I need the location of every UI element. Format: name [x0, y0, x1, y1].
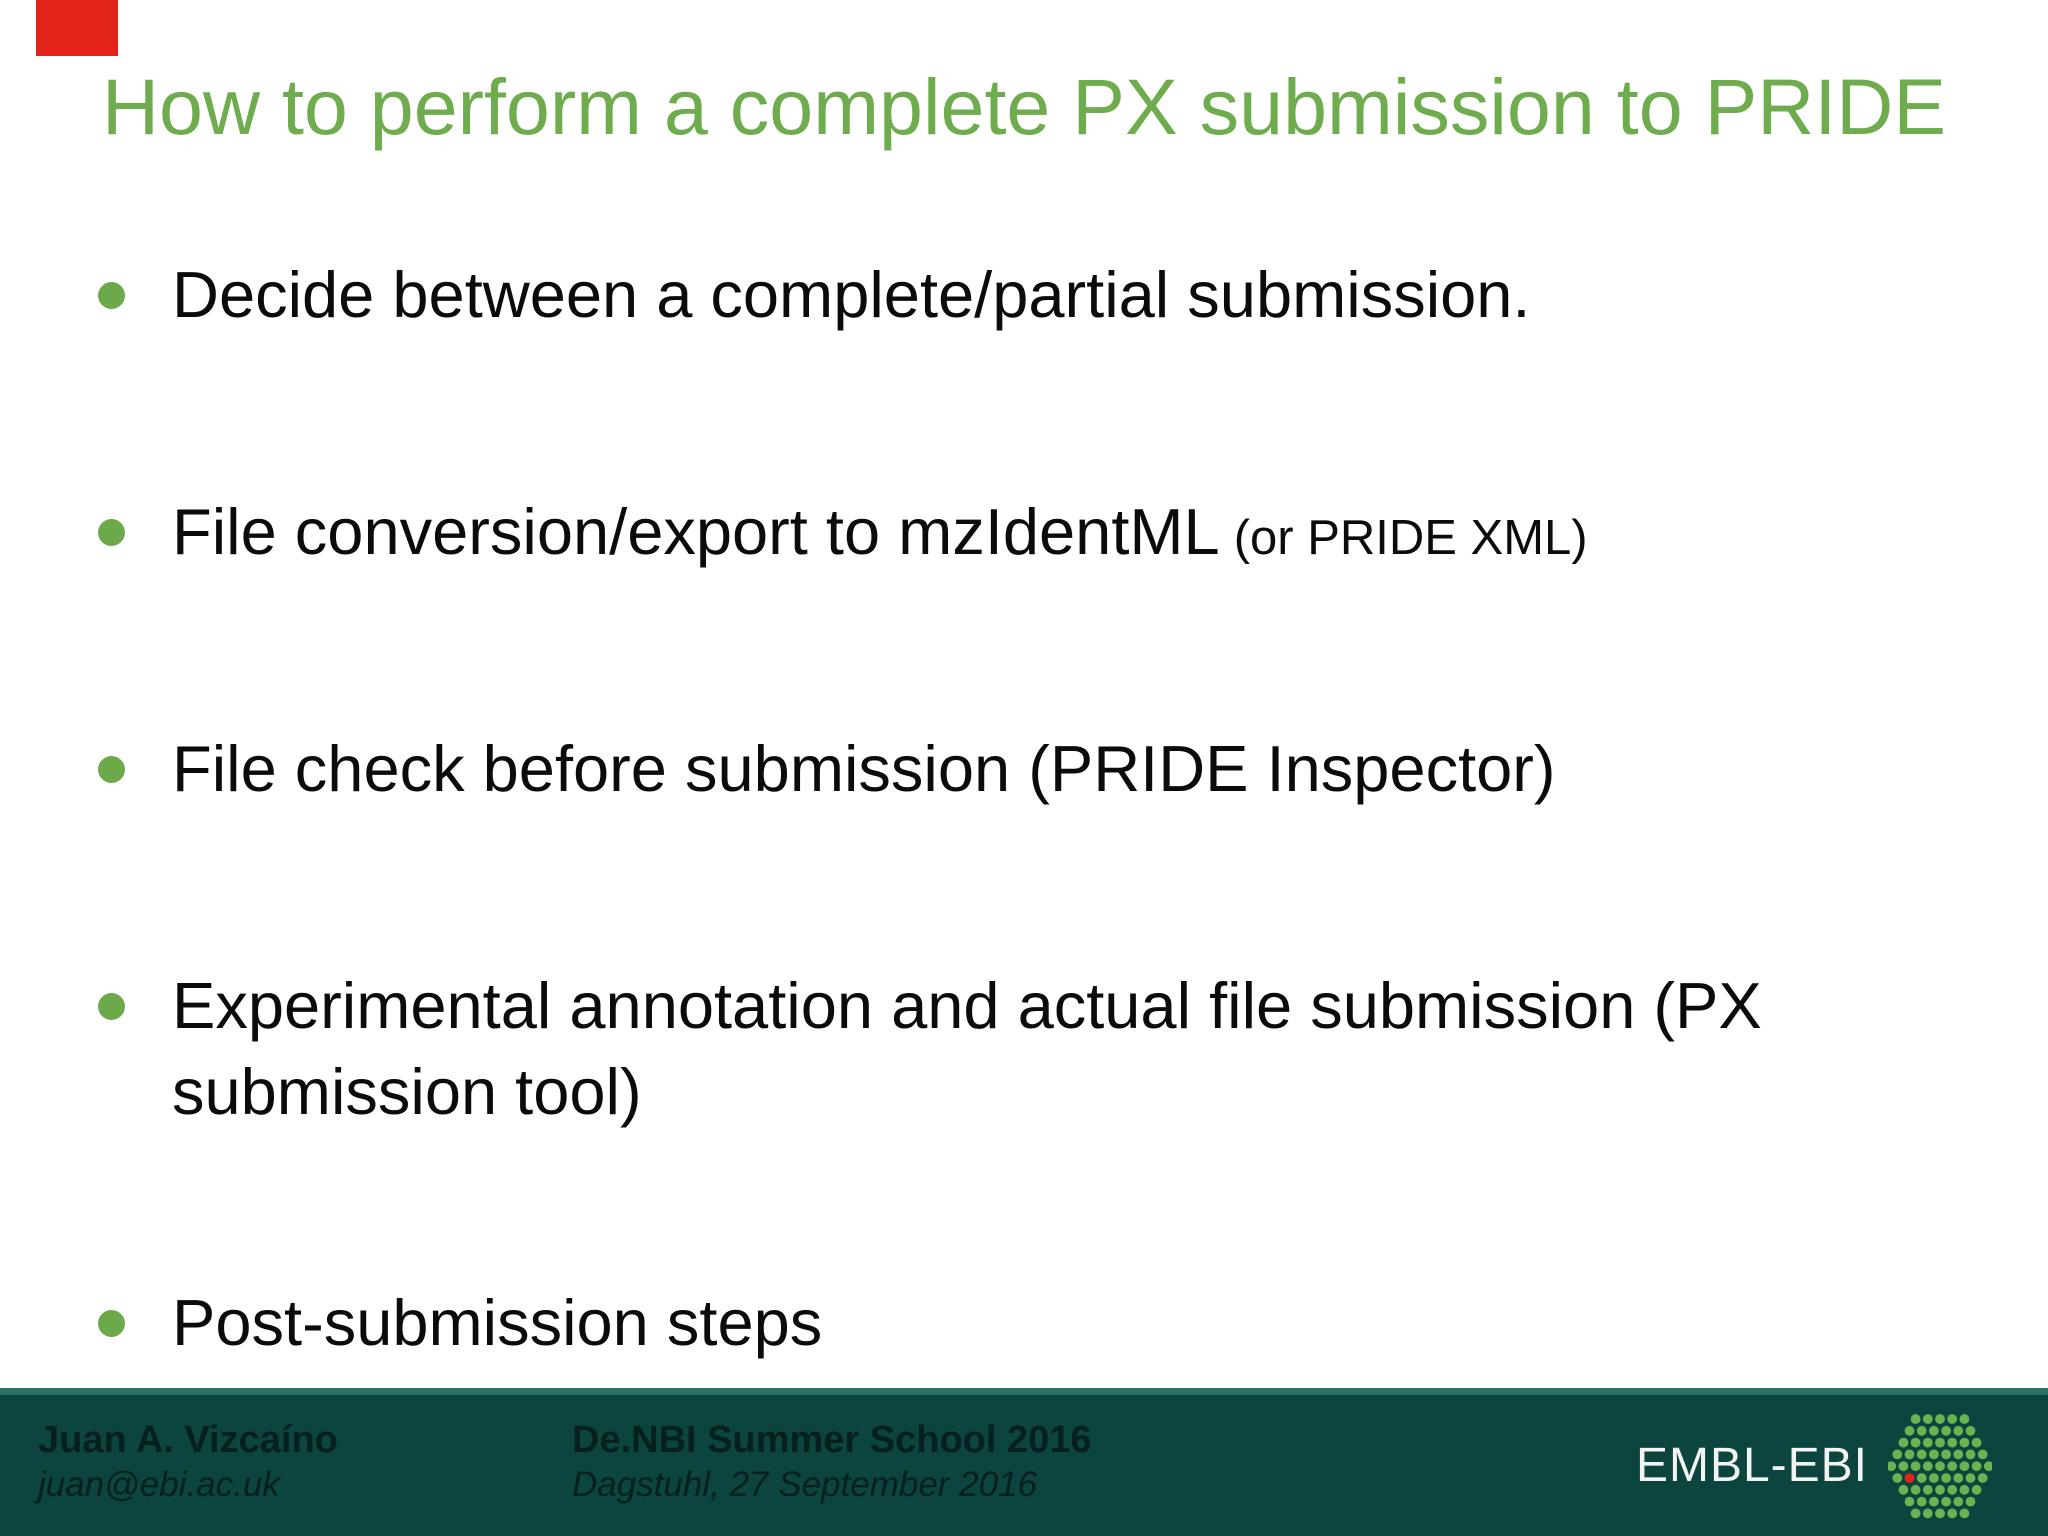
- embl-ebi-logo: EMBL-EBI: [1636, 1395, 1992, 1536]
- red-marker: [36, 0, 118, 56]
- bullet-icon: [98, 756, 125, 783]
- bullet-icon: [98, 282, 125, 309]
- bullet-item: File check before submission (PRIDE Insp…: [96, 726, 1906, 818]
- bullet-text: Decide between a complete/partial submis…: [172, 258, 1531, 331]
- footer-bar: Juan A. Vizcaíno juan@ebi.ac.uk De.NBI S…: [0, 1388, 2048, 1536]
- bullet-text: File check before submission (PRIDE Insp…: [172, 732, 1556, 805]
- bullet-item: File conversion/export to mzIdentML(or P…: [96, 489, 1906, 581]
- bullet-list: Decide between a complete/partial submis…: [96, 252, 1906, 1372]
- bullet-icon: [98, 1310, 125, 1337]
- bullet-item: Decide between a complete/partial submis…: [96, 252, 1906, 344]
- bullet-icon: [98, 519, 125, 546]
- bullet-icon: [98, 993, 125, 1020]
- footer-event: De.NBI Summer School 2016 Dagstuhl, 27 S…: [572, 1417, 1092, 1507]
- page-title: How to perform a complete PX submission …: [101, 62, 1947, 151]
- bullet-text-line2: submission tool): [172, 1055, 642, 1128]
- bullet-text-small: (or PRIDE XML): [1233, 511, 1588, 565]
- hexagon-dots-icon: [1888, 1413, 1992, 1518]
- bullet-item: Experimental annotation and actual file …: [96, 963, 1906, 1135]
- author-name: Juan A. Vizcaíno: [38, 1419, 338, 1461]
- bullet-text: Experimental annotation and actual file …: [172, 969, 1762, 1042]
- bullet-text: Post-submission steps: [172, 1286, 823, 1359]
- bullet-text: File conversion/export to mzIdentML: [172, 495, 1220, 568]
- bullet-item: Post-submission steps: [96, 1280, 1906, 1372]
- footer-author: Juan A. Vizcaíno juan@ebi.ac.uk: [38, 1417, 338, 1507]
- event-name: De.NBI Summer School 2016: [572, 1419, 1092, 1461]
- embl-ebi-logo-text: EMBL-EBI: [1635, 1439, 1868, 1492]
- author-email: juan@ebi.ac.uk: [38, 1465, 280, 1504]
- event-date: Dagstuhl, 27 September 2016: [572, 1465, 1038, 1504]
